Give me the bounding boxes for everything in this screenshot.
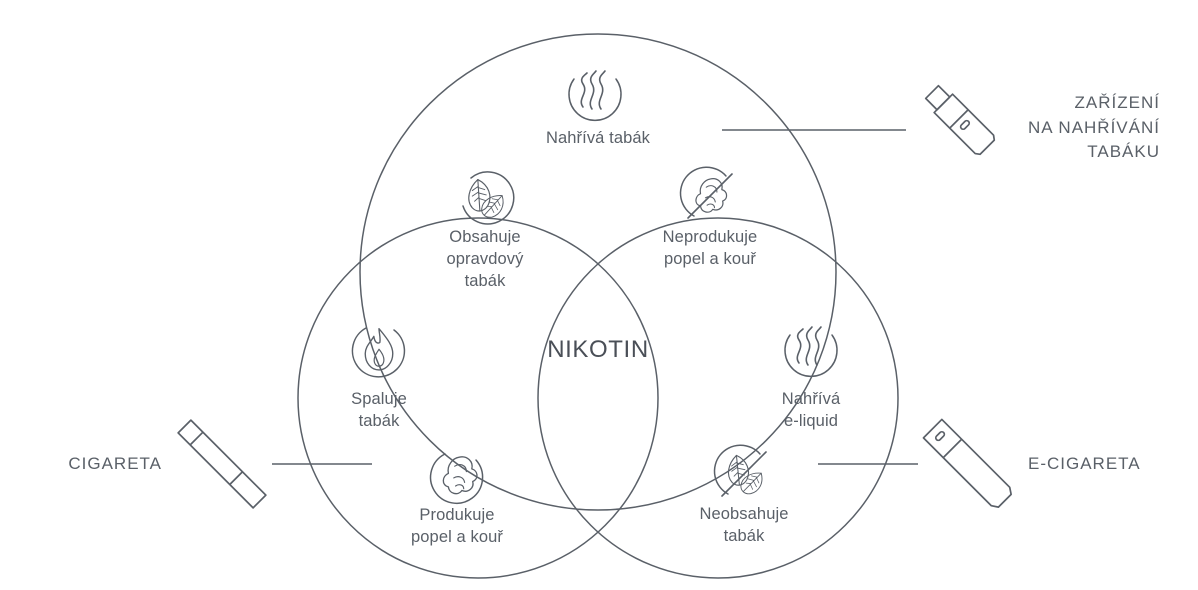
icon-flame-burns-tobacco — [351, 327, 406, 378]
callout-label-e-cigarette: E-CIGARETA — [1028, 454, 1141, 473]
icon-heat-waves-top — [568, 70, 622, 121]
icon-no-leaf-no-tobacco — [713, 444, 768, 499]
circle-e-cigarette — [537, 217, 899, 579]
icon-no-smoke — [679, 166, 733, 219]
icon-heat-waves-eliquid — [784, 326, 838, 377]
icon-leaves-contains-tobacco — [462, 171, 515, 225]
heating-device-icon — [924, 84, 996, 156]
callout-label-heated-tobacco-device: ZAŘÍZENÍ NA NAHŘÍVÁNÍ TABÁKU — [1028, 93, 1160, 162]
vape-device-icon — [922, 418, 1012, 508]
circle-cigarette — [297, 217, 659, 579]
callout-label-cigarette: CIGARETA — [68, 454, 162, 473]
venn-circles — [297, 33, 899, 579]
icon-smoke-produces — [429, 453, 484, 504]
circle-heated-tobacco — [359, 33, 837, 511]
cigarette-icon — [177, 419, 267, 509]
